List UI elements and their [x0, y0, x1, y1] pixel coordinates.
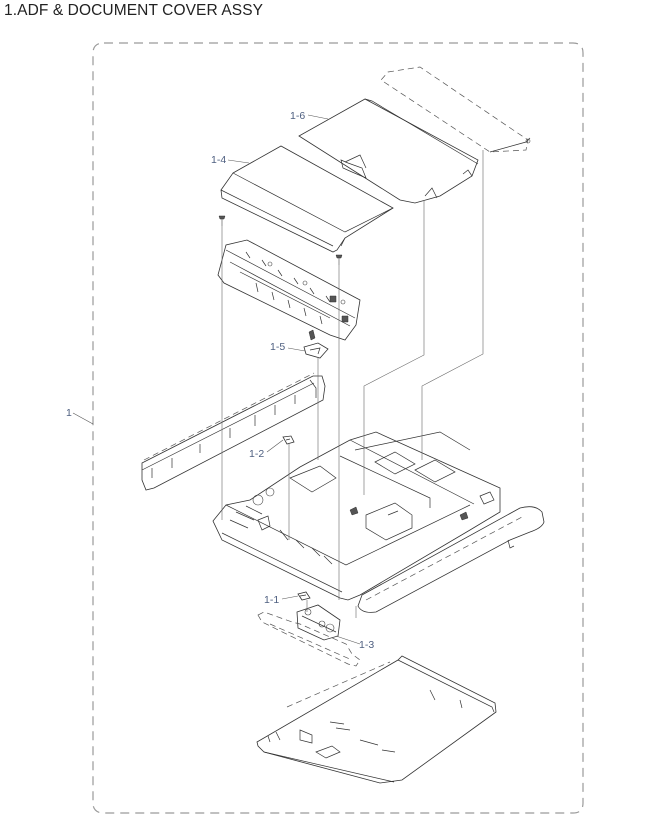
- part-left-rail-cover: [141, 372, 326, 491]
- part-1-6-adf-top-cover: [298, 98, 479, 204]
- explosion-guides: [221, 150, 484, 618]
- part-1-2-bracket: [282, 435, 295, 445]
- callout-1-5[interactable]: 1-5: [270, 341, 306, 353]
- screw-right: [335, 254, 343, 265]
- page-title: 1.ADF & DOCUMENT COVER ASSY: [4, 2, 264, 19]
- part-adf-base: [212, 431, 501, 601]
- part-1-4-document-cover: [220, 145, 394, 253]
- callout-1[interactable]: 1: [66, 407, 94, 425]
- callout-label-1-6: 1-6: [290, 110, 305, 122]
- assembly-frame: [92, 42, 584, 814]
- callout-1-4[interactable]: 1-4: [211, 154, 250, 166]
- callout-label-1: 1: [66, 407, 72, 419]
- callout-1-1[interactable]: 1-1: [264, 594, 299, 606]
- part-bottom-plate: [256, 655, 497, 784]
- part-top-flap: [380, 66, 531, 153]
- callout-label-1-1: 1-1: [264, 594, 279, 606]
- part-1-5-separation-pad: [303, 329, 329, 359]
- screw-left: [218, 215, 226, 226]
- part-front-rail: [357, 506, 545, 613]
- callout-label-1-3: 1-3: [359, 639, 374, 651]
- callout-1-3[interactable]: 1-3: [335, 635, 374, 651]
- part-1-3-roller-module: [296, 604, 341, 641]
- callout-label-1-2: 1-2: [249, 448, 264, 460]
- part-adf-frame: [217, 239, 361, 341]
- part-guide-plate-dashed: [257, 611, 361, 667]
- callout-label-1-5: 1-5: [270, 341, 285, 353]
- callout-label-1-4: 1-4: [211, 154, 226, 166]
- callout-1-6[interactable]: 1-6: [290, 110, 329, 122]
- part-1-1-clip: [297, 591, 311, 601]
- callout-1-2[interactable]: 1-2: [249, 439, 284, 460]
